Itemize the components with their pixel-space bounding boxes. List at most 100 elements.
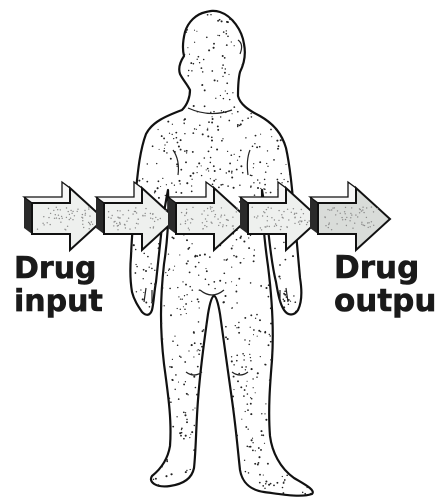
arrow-texture-dot [69, 214, 70, 215]
stipple-dot [156, 311, 157, 312]
stipple-dot [234, 457, 236, 459]
stipple-dot [227, 338, 229, 340]
stipple-dot [130, 336, 132, 338]
stipple-dot [175, 41, 176, 42]
arrow-texture-dot [188, 228, 189, 229]
stipple-dot [212, 399, 213, 400]
stipple-dot [182, 103, 183, 104]
stipple-dot [264, 179, 266, 181]
stipple-dot [201, 67, 203, 69]
stipple-dot [139, 341, 140, 342]
stipple-dot [128, 373, 129, 374]
stipple-dot [182, 499, 184, 501]
stipple-dot [282, 476, 283, 477]
stipple-dot [298, 124, 299, 125]
stipple-dot [129, 448, 131, 450]
stipple-dot [169, 133, 170, 134]
arrow-texture-dot [85, 214, 86, 215]
stipple-dot [175, 191, 177, 193]
arrow-texture-dot [64, 229, 65, 230]
stipple-dot [174, 185, 175, 186]
stipple-dot [307, 351, 308, 352]
stipple-dot [232, 434, 234, 436]
stipple-dot [275, 25, 276, 26]
arrow-texture-dot [67, 226, 68, 227]
stipple-dot [268, 285, 269, 286]
stipple-dot [261, 413, 262, 414]
stipple-dot [135, 350, 137, 352]
stipple-dot [162, 84, 164, 86]
stipple-dot [278, 276, 280, 278]
stipple-dot [197, 298, 199, 300]
stipple-dot [192, 172, 194, 174]
stipple-dot [253, 35, 255, 37]
stipple-dot [250, 360, 252, 362]
stipple-dot [289, 349, 291, 351]
arrow-texture-dot [228, 220, 229, 221]
stipple-dot [316, 281, 318, 283]
stipple-dot [140, 19, 141, 20]
stipple-dot [183, 306, 184, 307]
stipple-dot [185, 381, 186, 382]
arrow-texture-dot [48, 208, 49, 209]
stipple-dot [295, 320, 297, 322]
stipple-dot [135, 461, 137, 463]
stipple-dot [178, 296, 179, 297]
stipple-dot [225, 90, 226, 91]
stipple-dot [289, 81, 290, 82]
stipple-dot [308, 177, 309, 178]
stipple-dot [264, 189, 265, 190]
arrow-texture-dot [233, 225, 234, 226]
arrow-texture-dot [257, 215, 258, 216]
stipple-dot [183, 438, 185, 440]
arrow-texture-dot [287, 209, 288, 210]
stipple-dot [139, 374, 141, 376]
stipple-dot [309, 113, 310, 114]
stipple-dot [132, 341, 133, 342]
stipple-dot [136, 266, 137, 267]
stipple-dot [169, 288, 171, 290]
stipple-dot [149, 416, 151, 418]
stipple-dot [275, 102, 277, 104]
stipple-dot [231, 356, 232, 357]
stipple-dot [317, 263, 319, 265]
stipple-dot [279, 421, 281, 423]
stipple-dot [211, 352, 213, 354]
stipple-dot [129, 423, 131, 425]
arrow-texture-dot [221, 215, 222, 216]
stipple-dot [162, 178, 163, 179]
stipple-dot [307, 184, 309, 186]
stipple-dot [310, 100, 312, 102]
arrow-texture-dot [352, 228, 353, 229]
stipple-dot [315, 32, 317, 34]
stipple-dot [132, 176, 134, 178]
stipple-dot [197, 172, 198, 173]
stipple-dot [162, 249, 163, 250]
arrow-texture-dot [360, 209, 361, 210]
stipple-dot [259, 474, 261, 476]
stipple-dot [164, 148, 165, 149]
stipple-dot [232, 461, 234, 463]
stipple-dot [190, 62, 192, 64]
arrow-texture-dot [211, 211, 212, 212]
stipple-dot [221, 110, 222, 111]
stipple-dot [218, 494, 220, 496]
stipple-dot [173, 97, 175, 99]
stipple-dot [308, 254, 310, 256]
arrow-texture-dot [368, 227, 369, 228]
stipple-dot [222, 64, 224, 66]
stipple-dot [163, 242, 165, 244]
stipple-dot [313, 423, 314, 424]
stipple-dot [233, 106, 235, 108]
stipple-dot [201, 165, 202, 166]
stipple-dot [265, 480, 267, 482]
stipple-dot [265, 497, 267, 499]
stipple-dot [197, 465, 199, 467]
arrow-texture-dot [134, 211, 135, 212]
stipple-dot [208, 150, 210, 152]
stipple-dot [129, 237, 131, 239]
stipple-dot [158, 81, 160, 83]
stipple-dot [150, 283, 151, 284]
stipple-dot [164, 22, 165, 23]
arrow-texture-dot [42, 223, 43, 224]
